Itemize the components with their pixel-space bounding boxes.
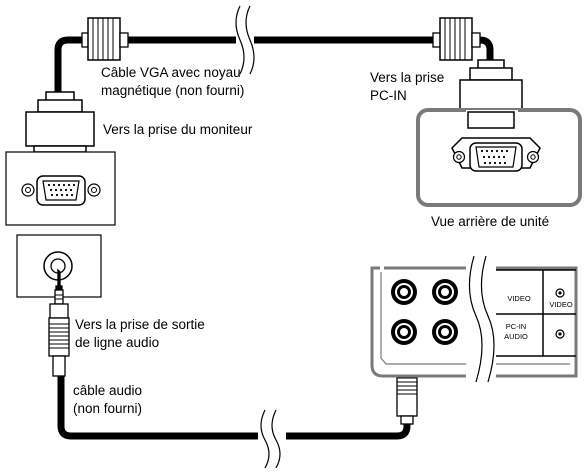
audio-cable-label-line1: câble audio xyxy=(73,383,143,398)
monitor-port-panel xyxy=(5,151,116,226)
panel-audio-label: AUDIO xyxy=(504,332,528,341)
monitor-port-label: Vers la prise du moniteur xyxy=(103,122,253,137)
panel-video-label: VIDEO xyxy=(507,294,531,303)
rear-view-label: Vue arrière de unité xyxy=(431,214,550,229)
audio-cable xyxy=(57,371,411,440)
unit-pc-in-panel xyxy=(416,108,582,207)
rca-jack-top-right xyxy=(432,279,458,305)
audio-out-label-line2: de ligne audio xyxy=(75,335,160,350)
panel-label-grid xyxy=(496,269,576,357)
pc-in-label-line2: PC-IN xyxy=(370,88,407,103)
panel-pc-in-label: PC-IN xyxy=(506,322,526,331)
vga-cable-left-run xyxy=(54,36,92,100)
panel-video-small-label: VIDEO xyxy=(549,300,573,309)
ferrite-core-right xyxy=(432,17,481,61)
ferrite-core-left xyxy=(81,17,129,61)
rca-jack-top-left xyxy=(391,279,417,305)
vga-cable-label-line1: Câble VGA avec noyau xyxy=(101,65,241,80)
vga-cable-break-mark xyxy=(235,4,255,75)
audio-cable-label-line2: (non fourni) xyxy=(73,401,143,416)
vga-plug-monitor xyxy=(25,91,95,153)
audio-out-label-line1: Vers la prise de sortie xyxy=(75,317,205,332)
audio-cable-left-run xyxy=(57,371,267,440)
rca-jack-bottom-right xyxy=(432,319,458,345)
audio-plug-computer xyxy=(48,268,70,377)
pc-in-label-line1: Vers la prise xyxy=(370,70,445,85)
rca-jack-bottom-left xyxy=(391,319,417,345)
audio-cable-right-run xyxy=(279,376,411,440)
unit-av-panel: VIDEO VIDEO PC-IN AUDIO xyxy=(370,255,578,383)
vga-cable-label-line2: magnétique (non fourni) xyxy=(101,83,245,98)
audio-cable-break-mark xyxy=(258,409,286,470)
